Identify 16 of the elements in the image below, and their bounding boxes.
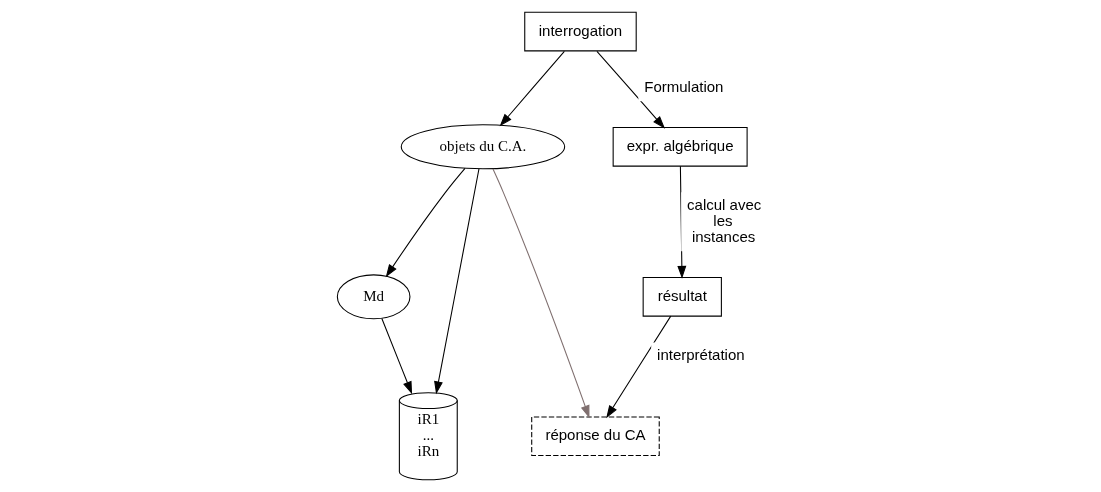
arrow: [499, 50, 565, 127]
node-ellipse: Md: [336, 274, 411, 320]
arrow: [606, 315, 672, 419]
node-box: réponse du CA: [531, 416, 660, 457]
arrow: [385, 167, 466, 278]
edge-label: interprétation: [657, 346, 745, 364]
arrow: [381, 317, 413, 395]
edge-label: Formulation: [644, 78, 724, 96]
node-ellipse: objets du C.A.: [400, 124, 566, 170]
node-box: interrogation: [524, 11, 637, 52]
arrow: [492, 168, 590, 419]
edge-label: calcul avec les instances: [687, 196, 762, 246]
arrow: [596, 50, 666, 129]
node-box: résultat: [642, 277, 722, 317]
node-box: expr. algébrique: [612, 127, 748, 167]
arrow: [434, 168, 480, 395]
